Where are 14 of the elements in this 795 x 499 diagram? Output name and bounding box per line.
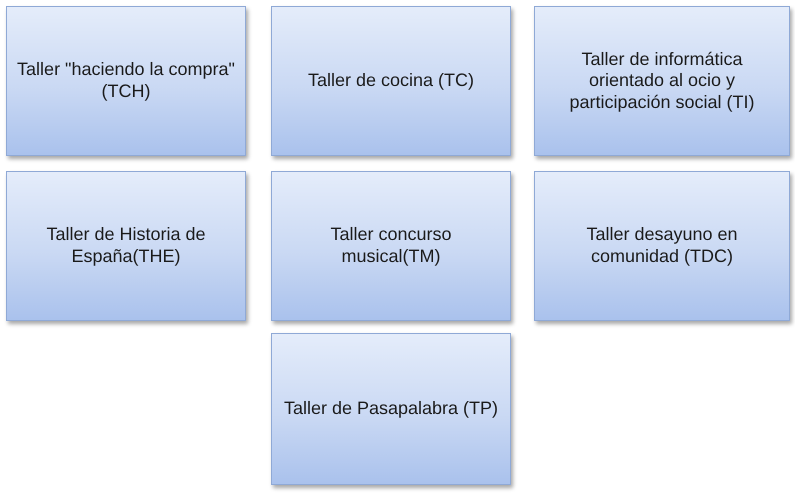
process-box [271, 333, 511, 485]
process-box [271, 171, 511, 321]
box-label: Taller de Historia de España(THE) [45, 224, 207, 268]
box-label: Taller de Pasapalabra (TP) [284, 398, 498, 420]
process-box [6, 171, 246, 321]
box-label: Taller de cocina (TC) [308, 70, 474, 92]
process-box [534, 171, 790, 321]
box-label: Taller de informática orientado al ocio y participación social (TI) [568, 48, 756, 114]
process-box [534, 6, 790, 156]
process-box [271, 6, 511, 156]
box-label: Taller concurso musical(TM) [329, 224, 453, 268]
box-label: Taller desayuno en comunidad (TDC) [585, 224, 739, 268]
box-label: Taller "haciendo la compra" (TCH) [16, 59, 236, 103]
process-box [6, 6, 246, 156]
